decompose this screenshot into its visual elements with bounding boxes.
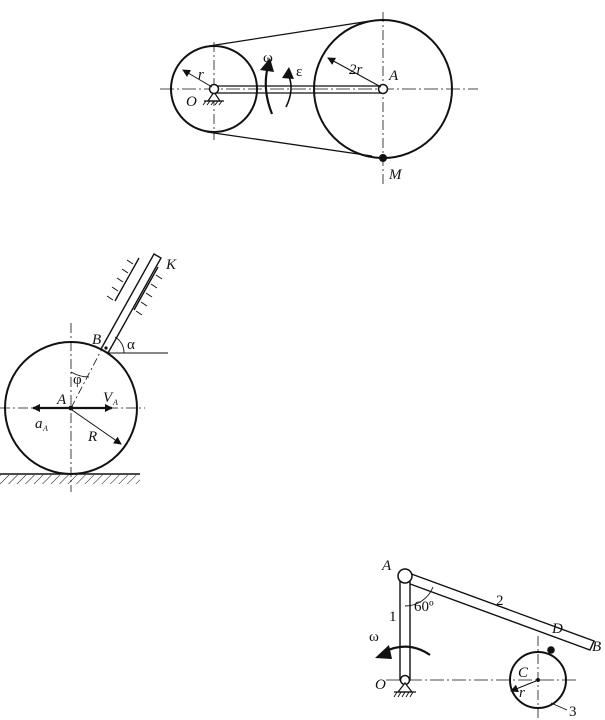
label-A: A	[381, 558, 392, 574]
label-a-subscript: A	[42, 424, 48, 433]
belt-top	[208, 20, 371, 47]
label-r: r	[198, 67, 204, 83]
label-60-degrees: 60º	[414, 599, 434, 615]
omega-arrowhead	[260, 58, 274, 72]
phi-arc	[70, 371, 90, 378]
label-A: A	[56, 392, 67, 408]
contact-point-D	[547, 646, 555, 654]
label-2: 2	[496, 593, 504, 609]
label-B: B	[92, 332, 101, 348]
label-V: V	[103, 390, 114, 406]
disk-center-C	[536, 678, 540, 682]
label-R: R	[87, 429, 97, 445]
disk-radius-arrow	[510, 680, 537, 693]
label-omega: ω	[369, 629, 379, 645]
label-omega: ω	[263, 50, 273, 66]
angle-60-arc	[404, 586, 434, 607]
figure-rolling-wheel: K B α φ A V A a A R	[0, 253, 177, 492]
pivot-support-O	[202, 90, 224, 106]
label-alpha: α	[127, 337, 135, 353]
figure-linkage: A 1 60º 2 D B ω O C r 3	[369, 558, 601, 720]
omega-arc-arrow	[264, 65, 274, 115]
label-B: B	[592, 639, 601, 655]
label-O: O	[186, 94, 197, 110]
omega-arrowhead	[375, 645, 392, 659]
rod-guide	[106, 257, 163, 316]
link-1	[399, 575, 411, 681]
label-C: C	[518, 665, 529, 681]
rod-BK	[100, 253, 162, 354]
wheel	[4, 341, 138, 475]
epsilon-arrowhead	[282, 67, 294, 79]
label-K: K	[165, 257, 177, 273]
label-r: r	[519, 685, 525, 701]
epsilon-arc-arrow	[285, 73, 292, 108]
disk-3	[509, 651, 567, 709]
belt-bottom	[206, 131, 373, 157]
radius-2r-arrow	[327, 57, 382, 88]
radius-r-arrow	[182, 69, 213, 88]
ground-hatch	[0, 475, 140, 484]
point-M	[379, 154, 387, 162]
label-A: A	[388, 68, 399, 84]
leader-line-3	[550, 702, 568, 711]
joint-A	[397, 568, 413, 584]
small-pulley	[170, 45, 258, 133]
line-A-to-B	[70, 344, 105, 409]
label-O: O	[375, 677, 386, 693]
label-V-subscript: A	[112, 398, 118, 407]
label-M: M	[388, 167, 403, 183]
label-D: D	[551, 621, 563, 637]
label-1: 1	[389, 609, 397, 625]
label-2r: 2r	[349, 62, 363, 78]
label-phi: φ	[73, 372, 82, 388]
label-epsilon: ε	[296, 64, 302, 80]
label-3: 3	[569, 704, 577, 720]
radius-R-arrow	[71, 409, 122, 445]
label-a: a	[35, 416, 43, 432]
alpha-arc	[114, 336, 125, 354]
pivot-support-O	[393, 682, 416, 698]
figure-belt-drive: r O ω ε 2r A M	[160, 12, 478, 185]
